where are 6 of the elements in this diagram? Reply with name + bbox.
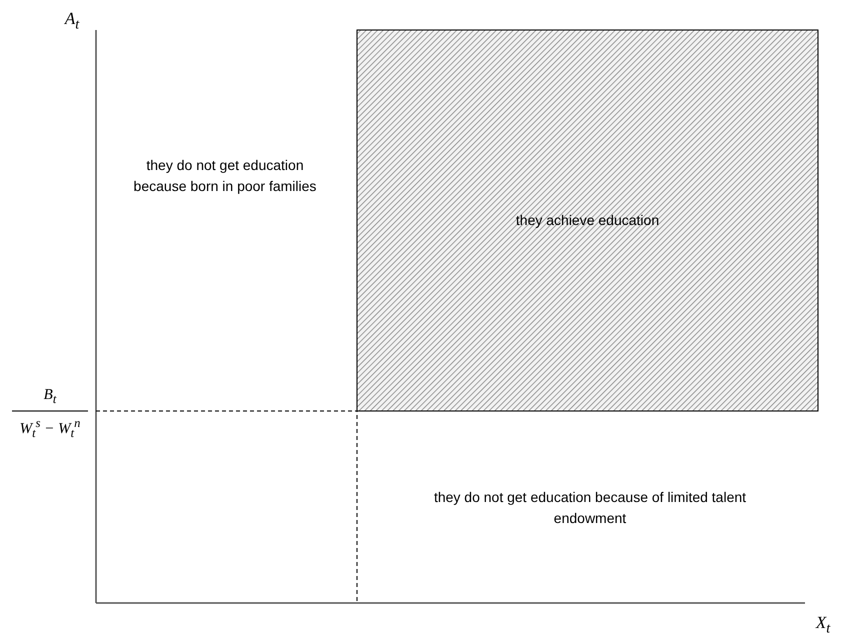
axis-label: X$_{t}$ (814, 612, 832, 638)
region-label: they achieve education (516, 211, 660, 230)
region-label: they do not get education because of limited talent endowment (432, 488, 748, 528)
fraction-numerator: B$_{t}$ (42, 386, 58, 408)
region-label: they do not get education because born in poor families (132, 156, 318, 196)
axis-label: A$_{t}$ (63, 8, 80, 34)
